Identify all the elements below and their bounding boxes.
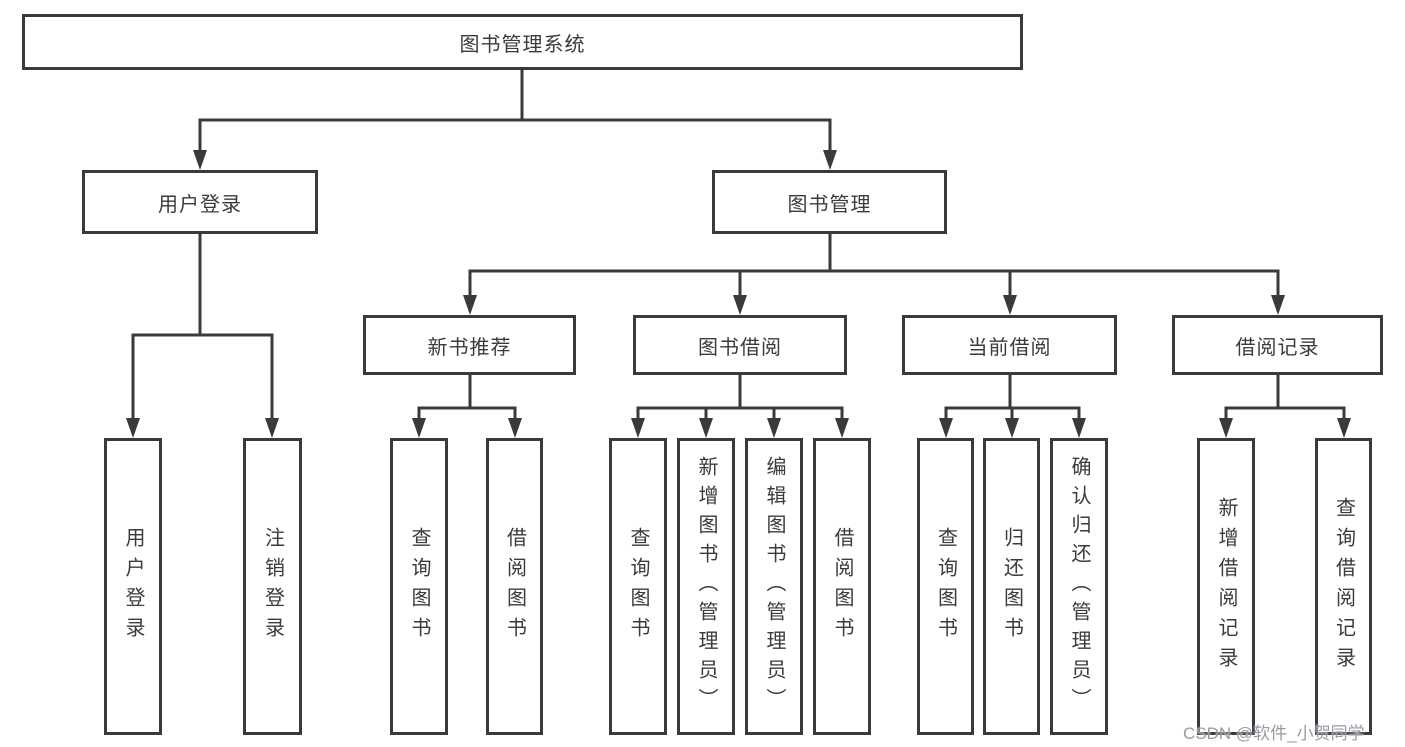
leaf-bb-edit-book-label: 编辑图书（管理员） (763, 456, 785, 717)
leaf-cb-query-book-label: 查询图书 (934, 526, 957, 647)
node-new-book-recommend-label: 新书推荐 (427, 336, 512, 359)
leaf-cb-return-book-label: 归还图书 (1000, 526, 1023, 647)
leaf-bb-borrow-book: 借阅图书 (813, 438, 871, 735)
leaf-br-query-record: 查询借阅记录 (1315, 438, 1372, 735)
leaf-br-query-record-label: 查询借阅记录 (1332, 496, 1355, 677)
leaf-cb-return-book: 归还图书 (983, 438, 1040, 735)
leaf-bb-add-book: 新增图书（管理员） (677, 438, 735, 735)
leaf-bb-query-book: 查询图书 (609, 438, 667, 735)
node-user-login-label: 用户登录 (158, 193, 242, 216)
leaf-logout: 注销登录 (243, 438, 302, 735)
node-borrow-records-label: 借阅记录 (1235, 336, 1320, 359)
node-book-management-label: 图书管理 (787, 193, 872, 216)
node-new-book-recommend: 新书推荐 (363, 315, 576, 375)
leaf-nb-borrow-book: 借阅图书 (486, 438, 543, 735)
node-borrow-records: 借阅记录 (1172, 315, 1383, 375)
node-book-borrow-label: 图书借阅 (698, 336, 782, 359)
leaf-user-login-label: 用户登录 (122, 526, 144, 647)
watermark: CSDN @软件_小贺同学 (1183, 724, 1365, 743)
leaf-nb-query-book: 查询图书 (390, 438, 448, 735)
leaf-user-login: 用户登录 (104, 438, 162, 735)
leaf-cb-query-book: 查询图书 (917, 438, 974, 735)
leaf-bb-query-book-label: 查询图书 (627, 526, 649, 647)
node-user-login: 用户登录 (82, 170, 318, 234)
node-root-label: 图书管理系统 (459, 33, 586, 56)
leaf-bb-add-book-label: 新增图书（管理员） (695, 456, 717, 717)
node-root: 图书管理系统 (22, 14, 1023, 70)
leaf-logout-label: 注销登录 (261, 526, 284, 647)
leaf-nb-borrow-book-label: 借阅图书 (503, 526, 526, 647)
leaf-br-add-record: 新增借阅记录 (1197, 438, 1255, 735)
node-book-management: 图书管理 (712, 170, 947, 234)
leaf-bb-borrow-book-label: 借阅图书 (831, 526, 853, 647)
leaf-br-add-record-label: 新增借阅记录 (1215, 496, 1237, 677)
leaf-cb-confirm-return-label: 确认归还（管理员） (1068, 456, 1090, 717)
leaf-bb-edit-book: 编辑图书（管理员） (745, 438, 803, 735)
node-current-borrow: 当前借阅 (902, 315, 1117, 375)
node-current-borrow-label: 当前借阅 (967, 336, 1052, 359)
leaf-nb-query-book-label: 查询图书 (408, 526, 430, 647)
node-book-borrow: 图书借阅 (633, 315, 847, 375)
leaf-cb-confirm-return: 确认归还（管理员） (1050, 438, 1108, 735)
